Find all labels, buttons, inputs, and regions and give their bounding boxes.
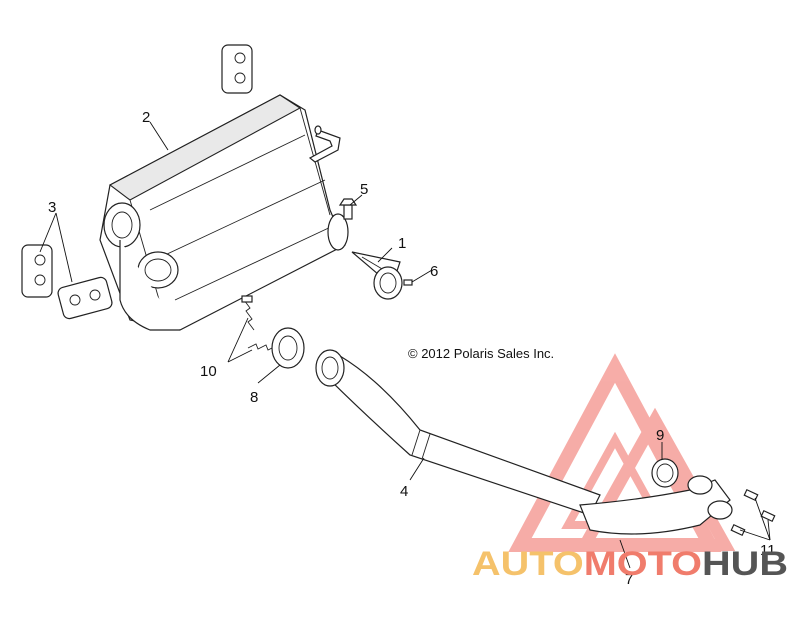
bolts-11 xyxy=(730,488,776,537)
rubber-mount-left xyxy=(21,244,53,298)
callout-1: 1 xyxy=(398,235,406,252)
muffler xyxy=(99,94,349,331)
callout-5: 5 xyxy=(360,181,368,198)
callout-6: 6 xyxy=(430,263,438,280)
leader-lines xyxy=(39,121,771,569)
copyright-text: © 2012 Polaris Sales Inc. xyxy=(408,346,554,361)
callout-2: 2 xyxy=(142,109,150,126)
rubber-mount-lower xyxy=(57,276,113,320)
gasket-8 xyxy=(271,327,305,369)
spring-lower xyxy=(247,343,277,351)
callout-3: 3 xyxy=(48,199,56,216)
callout-7: 7 xyxy=(625,571,633,588)
watermark-text-moto: MOTO xyxy=(584,545,702,583)
hanger-rod xyxy=(308,125,341,163)
y-pipe xyxy=(579,475,733,535)
rubber-mount-top xyxy=(221,44,253,94)
head-pipe xyxy=(315,349,601,516)
watermark-text-auto: AUTO xyxy=(472,545,584,583)
callout-8: 8 xyxy=(250,389,258,406)
spring-upper xyxy=(241,295,255,331)
callout-4: 4 xyxy=(400,483,408,500)
watermark-text-hub: HUB xyxy=(702,545,788,583)
arrester-cap xyxy=(373,266,413,300)
callout-10: 10 xyxy=(200,363,217,380)
callout-11: 11 xyxy=(760,542,776,559)
gasket-9 xyxy=(651,458,679,488)
callout-9: 9 xyxy=(656,427,664,444)
